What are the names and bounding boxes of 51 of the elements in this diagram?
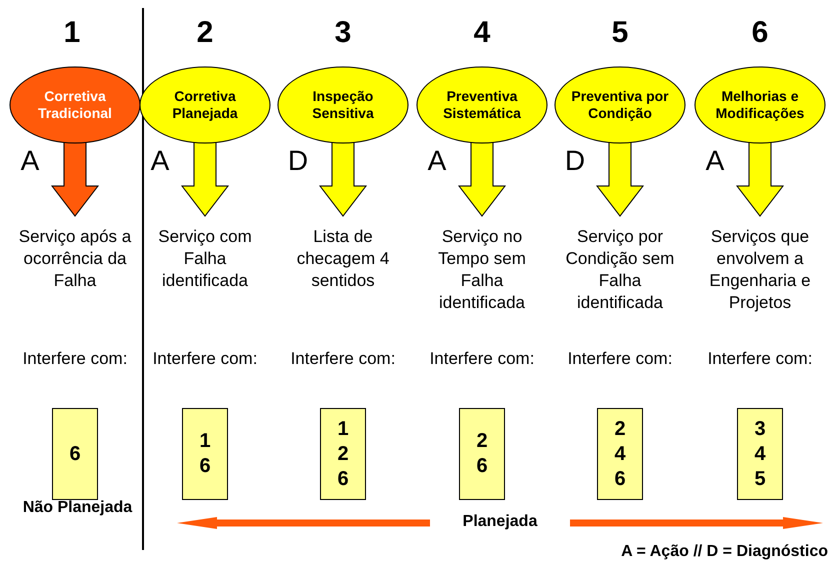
number-box: 1 6 (182, 408, 228, 500)
column-number: 6 (750, 16, 770, 50)
ellipse-node (139, 66, 271, 144)
column-number: 3 (334, 16, 352, 50)
ellipse-node (416, 66, 548, 144)
type-letter: A (150, 145, 170, 177)
description-text: Serviço por Condição sem Falha identificada (562, 226, 678, 318)
number-box: 1 2 6 (320, 408, 366, 500)
block-arrow (318, 142, 368, 217)
description-text: Serviços que envolvem a Engenharia e Projetos (702, 226, 818, 318)
interferes-label: Interfere com: (152, 348, 258, 370)
interferes-label: Interfere com: (290, 348, 396, 370)
description-text: Serviço no Tempo sem Falha identificada (424, 226, 540, 318)
number-box: 2 4 6 (597, 408, 643, 500)
type-letter: D (564, 145, 586, 177)
ellipse-node (9, 66, 141, 144)
description-text: Serviço após a ocorrência da Falha (17, 226, 133, 318)
description-text: Serviço com Falha identificada (147, 226, 263, 318)
block-arrow (596, 142, 644, 217)
number-box: 2 6 (459, 408, 505, 500)
node-title: Corretiva Planejada (171, 88, 239, 122)
block-arrow (50, 142, 100, 217)
type-letter: A (704, 145, 726, 177)
description-text: Lista de checagem 4 sentidos (285, 226, 401, 318)
column-number: 2 (196, 16, 214, 50)
type-letter: A (426, 145, 448, 177)
node-title: Corretiva Tradicional (37, 88, 113, 122)
node-title: Preventiva Sistemática (442, 88, 522, 122)
node-title: Inspeção Sensitiva (311, 88, 375, 122)
ellipse-node (554, 66, 686, 144)
node-title: Melhorias e Modificações (714, 88, 806, 122)
type-letter: A (20, 145, 40, 177)
block-arrow (736, 142, 784, 217)
category-label: Planejada (462, 513, 538, 531)
interferes-label: Interfere com: (428, 348, 536, 370)
type-letter: D (286, 145, 310, 177)
ellipse-node (277, 66, 409, 144)
ellipse-node (694, 66, 826, 144)
interferes-label: Interfere com: (566, 348, 674, 370)
column-number: 4 (472, 16, 492, 50)
category-label: Não Planejada (22, 498, 134, 518)
column-number: 5 (610, 16, 630, 50)
interferes-label: Interfere com: (22, 348, 128, 370)
column-number: 1 (62, 16, 82, 50)
interferes-label: Interfere com: (706, 348, 814, 370)
number-box: 6 (52, 408, 98, 500)
block-arrow (458, 142, 506, 217)
node-title: Preventiva por Condição (570, 88, 670, 122)
legend-note: A = Ação // D = Diagnóstico (620, 543, 828, 561)
number-box: 3 4 5 (737, 408, 783, 500)
block-arrow (180, 142, 230, 217)
